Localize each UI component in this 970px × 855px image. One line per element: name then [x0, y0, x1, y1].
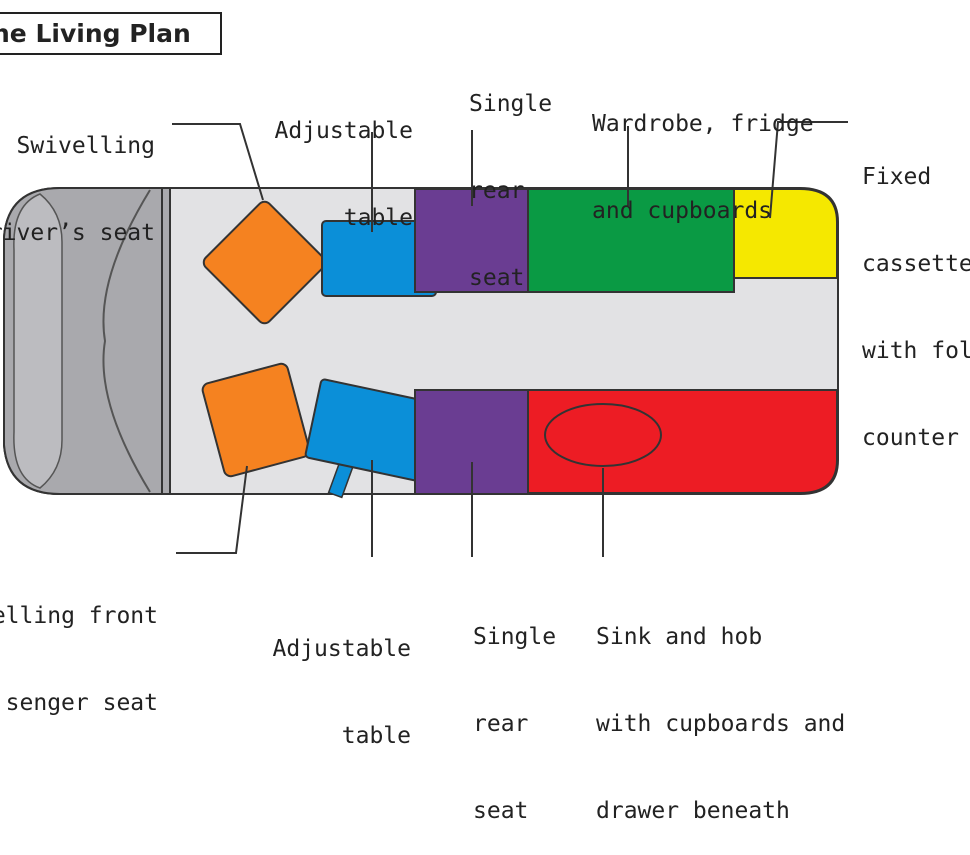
sink-oval: [544, 403, 662, 467]
label-line: welling front: [0, 603, 158, 629]
label-line: seat: [473, 798, 529, 824]
label-line: Sink and hob: [596, 624, 763, 650]
label-line: with fold: [862, 338, 970, 364]
label-line: Single: [469, 91, 553, 117]
label-line: cassette: [862, 251, 970, 277]
label-line: table: [341, 723, 411, 749]
label-fixed-cassette: Fixed cassette with fold counter: [862, 105, 970, 482]
label-line: and cupboards: [592, 198, 773, 224]
label-adjustable-table-top: Adjustable table: [275, 59, 413, 262]
passenger-seat: [201, 362, 311, 478]
label-line: Fixed: [862, 164, 932, 190]
label-line: Single: [473, 624, 557, 650]
label-single-rear-seat-bottom: Single rear seat: [473, 565, 556, 855]
label-swivelling-driver-seat: Swivelling driver’s seat: [0, 74, 155, 277]
label-line: driver’s seat: [0, 220, 155, 246]
label-line: with cupboards and: [596, 711, 846, 737]
leader-lines: [172, 121, 848, 557]
label-line: counter: [862, 425, 959, 451]
label-line: Wardrobe, fridge: [592, 111, 814, 137]
label-line: senger seat: [5, 690, 158, 716]
floor-plan-diagram: [3, 121, 848, 557]
label-line: Swivelling: [16, 133, 155, 159]
label-wardrobe: Wardrobe, fridge and cupboards: [592, 52, 814, 255]
cab-dashboard: [102, 189, 151, 493]
leader-driver-seat: [172, 123, 264, 201]
label-line: table: [343, 205, 413, 231]
label-adjustable-table-bottom: Adjustable table: [273, 577, 411, 780]
label-line: rear: [469, 178, 525, 204]
label-line: drawer beneath: [596, 798, 790, 824]
label-line: rear: [473, 711, 529, 737]
wardrobe-unit: [527, 188, 735, 293]
cassette-unit: [733, 188, 838, 279]
driver-seat: [202, 200, 327, 325]
leader-cassette: [769, 121, 848, 219]
label-swivelling-passenger-seat: welling front senger seat: [0, 544, 158, 747]
title-box: he Living Plan: [0, 12, 222, 55]
label-line: Adjustable: [274, 118, 413, 144]
cab-windscreen: [13, 193, 63, 489]
diagram-title: he Living Plan: [0, 19, 191, 48]
label-sink-and-hob: Sink and hob with cupboards and drawer b…: [596, 565, 845, 855]
label-single-rear-seat-top: Single rear seat: [469, 32, 552, 322]
label-line: Adjustable: [272, 636, 411, 662]
leader-passenger-seat: [176, 465, 248, 554]
label-line: seat: [469, 265, 525, 291]
